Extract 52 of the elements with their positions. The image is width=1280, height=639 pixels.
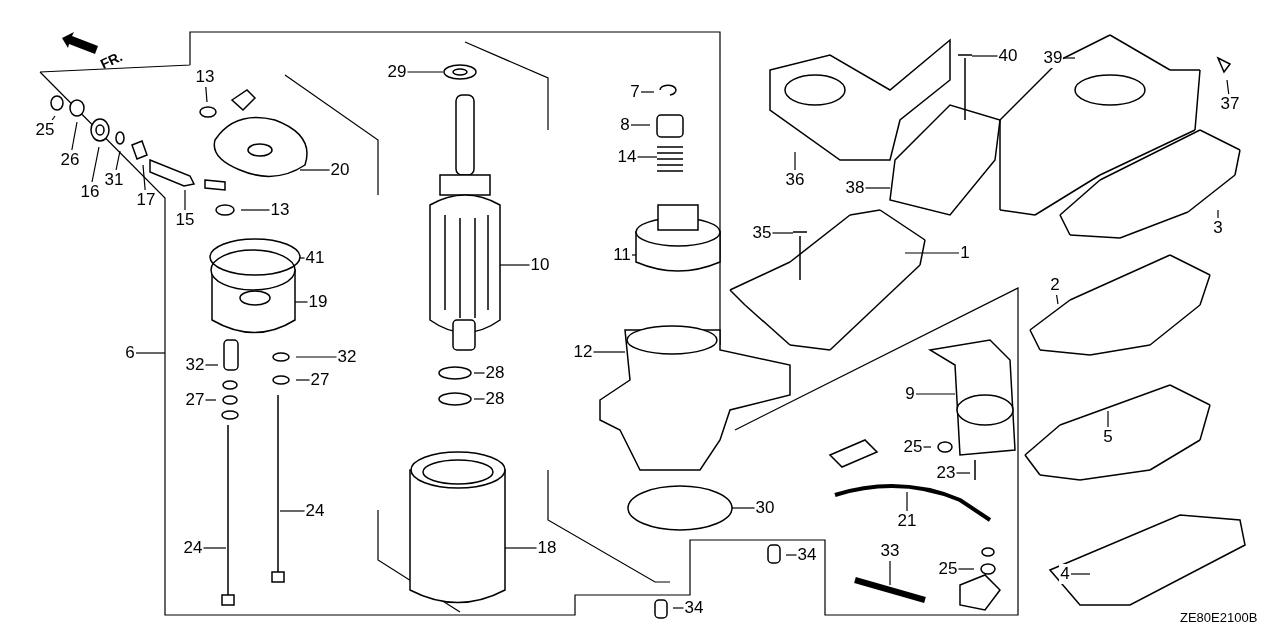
leader-line [904, 252, 960, 254]
leader-line [299, 169, 331, 171]
leader-line [630, 124, 651, 126]
leader-line [1107, 410, 1109, 428]
leader-line [135, 352, 166, 354]
leader-line [1217, 209, 1219, 219]
leader-line [971, 55, 999, 57]
leader-line [906, 491, 908, 512]
leader-line [71, 121, 78, 151]
leader-line [115, 150, 121, 171]
leader-line [184, 189, 186, 211]
leader-line [592, 351, 626, 353]
leader-line [1226, 79, 1230, 95]
leader-line [955, 472, 971, 474]
leader-line [499, 264, 531, 266]
leader-line [794, 151, 796, 171]
leader-line [295, 356, 338, 358]
direction-label: FR. [97, 48, 125, 72]
leader-line [922, 446, 932, 448]
leader-line [204, 364, 219, 366]
drawing-code: ZE80E2100B [1180, 610, 1258, 625]
leader-line [1070, 573, 1091, 575]
leader-line [636, 156, 658, 158]
leader-line [889, 560, 891, 586]
leader-line [299, 257, 306, 259]
leader-line [672, 607, 685, 609]
leader-line [1062, 57, 1076, 59]
leader-line [406, 71, 444, 73]
callout-number: 4 [1059, 564, 1071, 584]
leader-line [473, 372, 486, 374]
leader-line [631, 254, 637, 256]
leader-line [294, 301, 309, 303]
leader-line [957, 568, 975, 570]
leader-line [91, 146, 100, 183]
leader-line [295, 379, 311, 381]
leader-line [915, 393, 956, 395]
leader-line [51, 115, 56, 121]
leader-line [771, 232, 794, 234]
leader-line [864, 187, 891, 189]
leader-line [142, 164, 146, 191]
leader-line [785, 554, 798, 556]
leader-line [473, 398, 486, 400]
leader-line [731, 507, 756, 509]
leader-line [640, 91, 655, 93]
callout-number: 39 [1042, 48, 1064, 68]
leader-line [204, 399, 217, 401]
leader-line [205, 86, 208, 103]
leader-line [504, 547, 538, 549]
leader-line [1056, 294, 1059, 305]
leader-line [279, 510, 306, 512]
leader-line [240, 209, 271, 211]
leader-line [202, 547, 227, 549]
